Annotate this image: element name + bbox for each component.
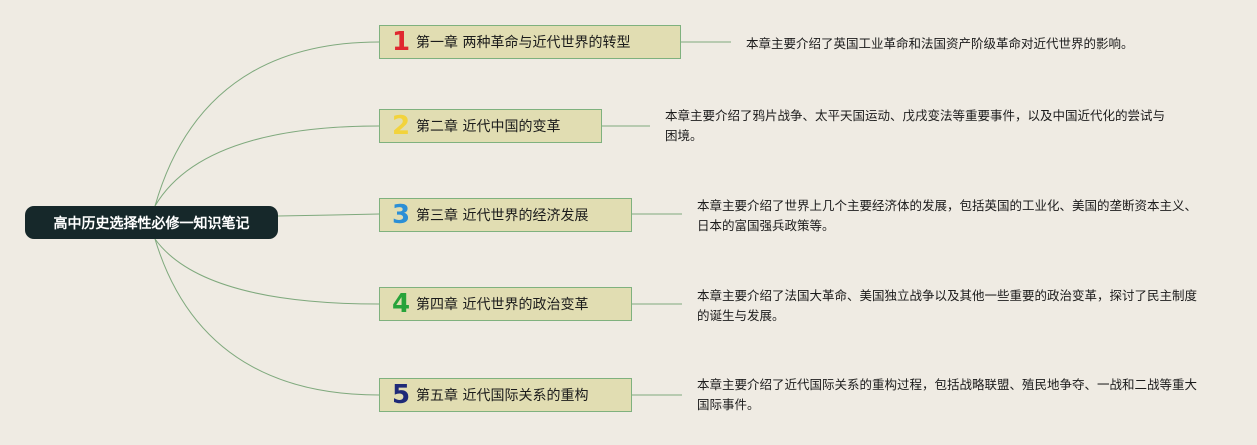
chapter-1-label: 第一章 两种革命与近代世界的转型 [416, 35, 631, 51]
branch-line-2 [154, 125, 380, 207]
chapter-3-label: 第三章 近代世界的经济发展 [416, 208, 589, 224]
branch-line-1 [154, 41, 380, 207]
chapter-2-label: 第二章 近代中国的变革 [416, 119, 561, 135]
chapter-4-label: 第四章 近代世界的政治变革 [416, 297, 589, 313]
chapter-node-5[interactable]: 5 第五章 近代国际关系的重构 [379, 378, 632, 412]
branch-line-5 [154, 238, 380, 396]
chapter-node-3[interactable]: 3 第三章 近代世界的经济发展 [379, 198, 632, 232]
chapter-3-description: 本章主要介绍了世界上几个主要经济体的发展，包括英国的工业化、美国的垄断资本主义、… [697, 198, 1198, 233]
root-node[interactable]: 高中历史选择性必修一知识笔记 [25, 206, 278, 239]
number-1-icon: 1 [392, 27, 411, 57]
chapter-5-label: 第五章 近代国际关系的重构 [416, 388, 589, 404]
chapter-4-description: 本章主要介绍了法国大革命、美国独立战争以及其他一些重要的政治变革，探讨了民主制度… [697, 288, 1198, 323]
chapter-5-description: 本章主要介绍了近代国际关系的重构过程，包括战略联盟、殖民地争夺、一战和二战等重大… [697, 377, 1198, 412]
chapter-node-1[interactable]: 1 第一章 两种革命与近代世界的转型 [379, 25, 681, 59]
chapter-node-4[interactable]: 4 第四章 近代世界的政治变革 [379, 287, 632, 321]
chapter-1-description: 本章主要介绍了英国工业革命和法国资产阶级革命对近代世界的影响。 [746, 36, 1134, 51]
number-3-icon: 3 [392, 200, 411, 230]
chapter-node-2[interactable]: 2 第二章 近代中国的变革 [379, 109, 602, 143]
branch-line-3 [277, 213, 380, 217]
number-4-icon: 4 [392, 289, 411, 319]
chapter-2-description: 本章主要介绍了鸦片战争、太平天国运动、戊戌变法等重要事件，以及中国近代化的尝试与… [665, 108, 1166, 143]
number-5-icon: 5 [392, 380, 411, 410]
number-2-icon: 2 [392, 111, 411, 141]
root-title: 高中历史选择性必修一知识笔记 [53, 215, 250, 232]
branch-line-4 [154, 238, 380, 305]
